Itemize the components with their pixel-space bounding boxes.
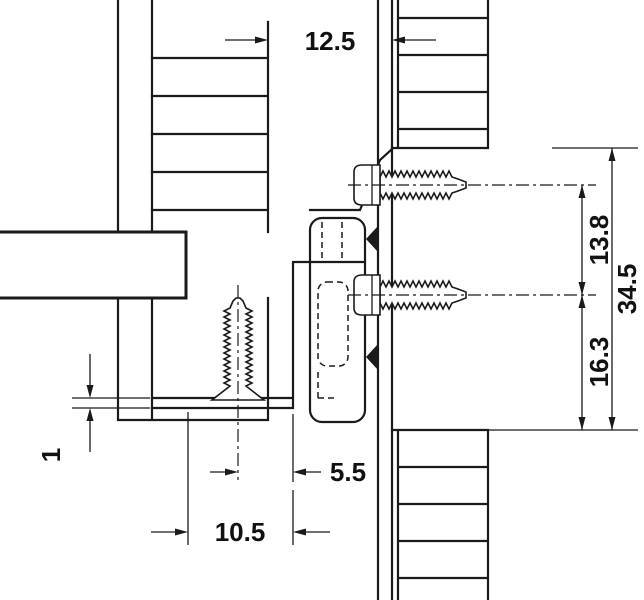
arrowhead-up bbox=[86, 408, 94, 421]
arrowhead-right bbox=[175, 528, 188, 536]
arrowhead-down bbox=[608, 417, 616, 430]
dim-screw-to-bracket-edge-label: 5.5 bbox=[330, 457, 366, 487]
runner-perforations bbox=[150, 20, 270, 234]
arrowhead-up bbox=[608, 148, 616, 161]
rail-perforation-top bbox=[390, 0, 490, 150]
arrowhead-down bbox=[578, 282, 586, 295]
dimension-flange-length: 10.5 bbox=[151, 412, 330, 547]
bracket-step-and-flange bbox=[150, 260, 367, 410]
arrowhead-left bbox=[293, 468, 306, 476]
drawer-bottom-panel bbox=[0, 230, 188, 300]
arrowhead-right bbox=[255, 36, 268, 44]
chipboard-screw-vertical bbox=[209, 297, 267, 401]
perforation-lines bbox=[390, 0, 490, 150]
dim-overall-height-label: 34.5 bbox=[612, 264, 642, 315]
dimension-overall-height: 34.5 bbox=[488, 147, 642, 431]
arrowhead-left bbox=[293, 528, 306, 536]
bracket-body bbox=[308, 216, 367, 424]
dimension-rail-to-panel-gap: 12.5 bbox=[225, 26, 436, 56]
extension-lines bbox=[488, 147, 638, 431]
arrowhead-down bbox=[86, 385, 94, 398]
rail-hook-tabs bbox=[366, 226, 378, 370]
dimension-screw-to-bracket-edge: 5.5 bbox=[210, 414, 366, 487]
dim-rail-to-panel-gap-label: 12.5 bbox=[305, 26, 356, 56]
drawer-side-member bbox=[116, 0, 270, 422]
dim-screw-spacing-label: 13.8 bbox=[584, 215, 614, 266]
dim-flange-length-label: 10.5 bbox=[215, 517, 266, 547]
arrowhead-up bbox=[578, 185, 586, 198]
perforation-lines bbox=[390, 428, 490, 600]
arrowhead-left bbox=[392, 36, 405, 44]
extension-lines bbox=[72, 397, 150, 409]
dimension-lines bbox=[151, 412, 330, 545]
arrowhead-right bbox=[225, 468, 238, 476]
dim-lower-screw-to-bottom-label: 16.3 bbox=[584, 337, 614, 388]
front-fixing-bracket bbox=[150, 147, 394, 424]
dimension-screw-spacing: 13.8 bbox=[578, 185, 614, 295]
side-member-outline bbox=[116, 0, 270, 422]
arrowhead-down bbox=[578, 417, 586, 430]
screw-body bbox=[209, 297, 267, 401]
bracket-hidden-pocket bbox=[317, 281, 349, 367]
dim-flange-thickness-label: 1 bbox=[36, 448, 66, 462]
arrowhead-up bbox=[578, 295, 586, 308]
rail-perforation-bottom bbox=[390, 428, 490, 600]
centerlines bbox=[237, 184, 596, 480]
dimension-lower-screw-to-bottom: 16.3 bbox=[578, 295, 614, 430]
dimension-flange-thickness: 1 bbox=[36, 354, 150, 462]
dimension-lines bbox=[210, 414, 321, 482]
